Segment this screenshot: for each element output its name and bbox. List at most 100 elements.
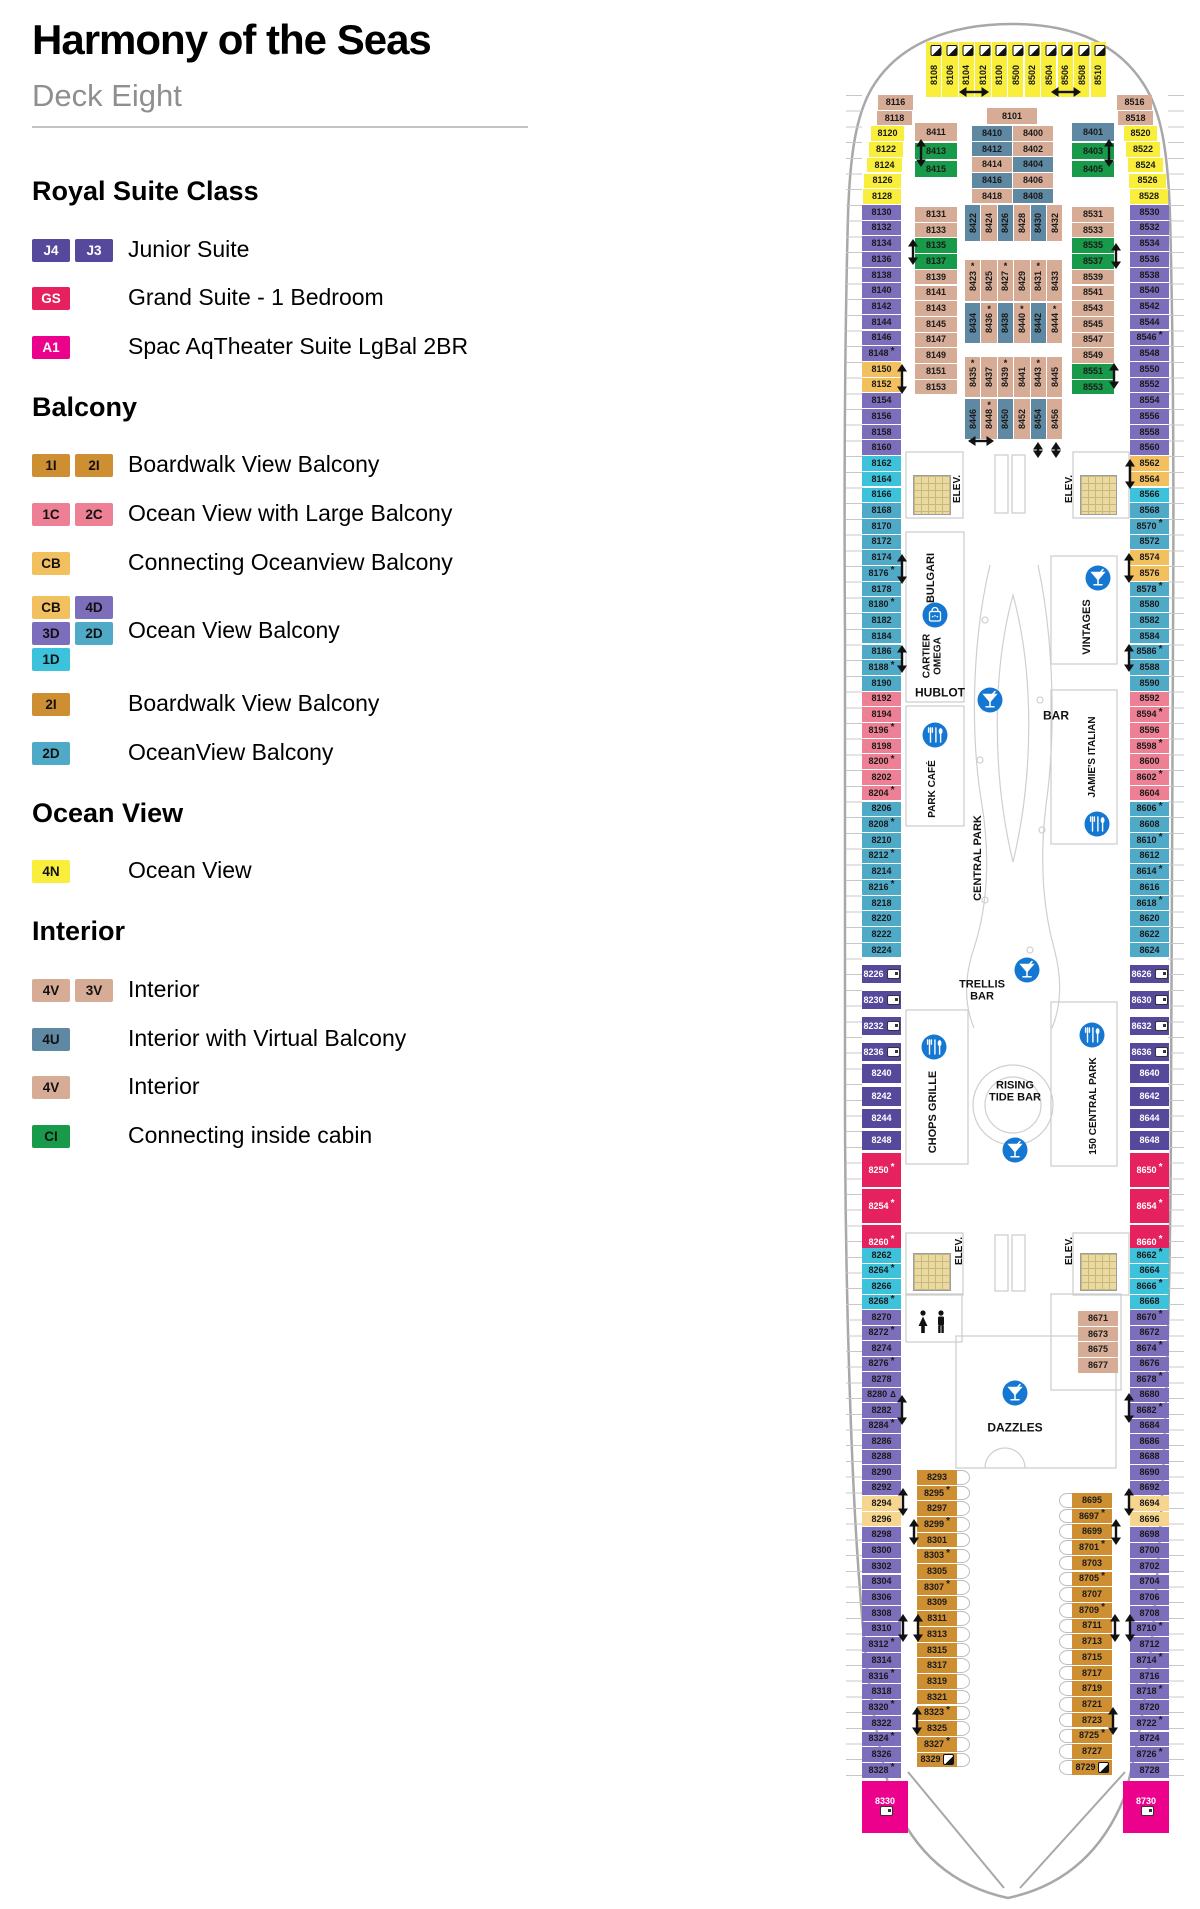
- cabin-8210: 8210: [862, 832, 901, 848]
- legend-label: Spac AqTheater Suite LgBal 2BR: [128, 333, 469, 359]
- cabin-8330: 8330: [862, 1780, 908, 1833]
- double-arrow-vertical: [897, 554, 908, 584]
- legend-swatch-CI: CI: [32, 1125, 70, 1148]
- cabin-8270: 8270: [862, 1310, 901, 1325]
- cabin-8244: 8244: [862, 1109, 901, 1128]
- cabin-8439: 8439*: [997, 357, 1014, 397]
- stateroom-feature-icon: [886, 1047, 900, 1057]
- cabin-8727: 8727: [1072, 1744, 1112, 1759]
- cabin-8630: 8630: [1130, 991, 1169, 1009]
- cabin-8570: 8570*: [1130, 519, 1169, 534]
- cabin-8303: 8303*: [917, 1548, 957, 1564]
- balcony-scallop: [957, 1705, 970, 1721]
- cabin-8548: 8548: [1130, 346, 1169, 361]
- cabin-8236: 8236: [862, 1043, 901, 1061]
- cabin-8309: 8309: [917, 1595, 957, 1611]
- cabin-8722: 8722*: [1130, 1716, 1169, 1731]
- cabin-8452: 8452: [1014, 399, 1030, 439]
- double-arrow-vertical: [898, 1488, 909, 1516]
- cabin-8592: 8592: [1130, 691, 1169, 707]
- accessible-icon: [979, 45, 991, 56]
- cabin-8166: 8166: [862, 487, 901, 503]
- cabin-8724: 8724: [1130, 1731, 1169, 1747]
- martini-icon: [1085, 565, 1111, 591]
- cabin-8299: 8299*: [917, 1517, 957, 1532]
- cabin-8664: 8664: [1130, 1263, 1169, 1279]
- balcony-scallop: [957, 1736, 970, 1752]
- legend-swatch-3D: 3D: [32, 622, 70, 645]
- cabin-8182: 8182: [862, 613, 901, 628]
- cabin-8626: 8626: [1130, 965, 1169, 983]
- cabin-8719: 8719: [1072, 1681, 1112, 1697]
- cabin-8434: 8434: [965, 303, 981, 343]
- cabin-8124: 8124: [867, 157, 902, 173]
- cabin-8186: 8186: [862, 644, 901, 660]
- cabin-8310: 8310: [862, 1621, 901, 1637]
- cabin-8728: 8728: [1130, 1762, 1169, 1778]
- cabin-8632: 8632: [1130, 1017, 1169, 1035]
- legend-swatch-1C: 1C: [32, 503, 70, 526]
- cabin-8536: 8536: [1130, 252, 1169, 267]
- cabin-8414: 8414: [972, 157, 1012, 173]
- legend-heading-interior: Interior: [32, 916, 126, 946]
- cabin-8715: 8715: [1072, 1650, 1112, 1665]
- cabin-8532: 8532: [1130, 220, 1169, 236]
- cabin-8212: 8212*: [862, 848, 901, 864]
- cabin-8413: 8413: [915, 143, 957, 159]
- cabin-8321: 8321: [917, 1689, 957, 1705]
- cabin-8408: 8408: [1013, 188, 1053, 204]
- cabin-8686: 8686: [1130, 1434, 1169, 1449]
- cabin-8320: 8320*: [862, 1700, 901, 1715]
- cabin-8556: 8556: [1130, 409, 1169, 424]
- accessible-icon: [1012, 45, 1024, 56]
- legend-swatch-2I: 2I: [75, 454, 113, 477]
- cabin-8196: 8196*: [862, 723, 901, 738]
- cabin-8176: 8176*: [862, 566, 901, 581]
- cabin-8699: 8699: [1072, 1524, 1112, 1540]
- legend-label: Boardwalk View Balcony: [128, 451, 380, 477]
- legend-label: OceanView Balcony: [128, 739, 334, 765]
- balcony-scallop: [1059, 1728, 1072, 1744]
- cabin-8146: 8146: [862, 330, 901, 346]
- cabin-8684: 8684: [1130, 1418, 1169, 1434]
- cabin-8598: 8598*: [1130, 739, 1169, 754]
- balcony-scallop: [1059, 1540, 1072, 1555]
- cabin-8435: 8435*: [965, 357, 981, 397]
- cabin-8500: 8500: [1008, 42, 1024, 97]
- cabin-8102: 8102: [975, 42, 991, 97]
- cabin-8442: 8442: [1030, 303, 1046, 343]
- balcony-scallop: [957, 1752, 970, 1768]
- interior-walls: [905, 451, 1130, 1469]
- cabin-8143: 8143: [915, 301, 957, 316]
- balcony-scallop: [1059, 1744, 1072, 1759]
- martini-icon: [1002, 1380, 1028, 1406]
- cabin-8108: 8108: [926, 42, 942, 97]
- martini-icon: [977, 687, 1003, 713]
- cabin-8578: 8578*: [1130, 582, 1169, 597]
- venue-label-elev: ELEV.: [953, 1237, 965, 1265]
- cabin-8444: 8444*: [1047, 303, 1063, 343]
- venue-label-vintages: VINTAGES: [1081, 599, 1094, 655]
- legend-swatch-4D: 4D: [75, 596, 113, 619]
- legend-label: Interior: [128, 976, 200, 1002]
- page-title: Harmony of the Seas: [32, 16, 432, 63]
- legend-label: Connecting inside cabin: [128, 1122, 373, 1148]
- cabin-8553: 8553: [1072, 379, 1114, 395]
- legend-swatch-4U: 4U: [32, 1028, 70, 1051]
- cabin-8697: 8697*: [1072, 1509, 1112, 1524]
- cabin-8502: 8502: [1024, 42, 1040, 97]
- cabin-8677: 8677: [1078, 1358, 1118, 1373]
- cabin-8610: 8610*: [1130, 833, 1169, 848]
- cabin-8702: 8702: [1130, 1558, 1169, 1574]
- cabin-8622: 8622: [1130, 927, 1169, 942]
- cabin-8323: 8323*: [917, 1705, 957, 1721]
- deck-subtitle: Deck Eight: [32, 78, 182, 113]
- cabin-8714: 8714*: [1130, 1653, 1169, 1668]
- cabin-8506: 8506: [1057, 42, 1073, 97]
- double-arrow-vertical: [1111, 243, 1122, 269]
- cabin-8145: 8145: [915, 316, 957, 332]
